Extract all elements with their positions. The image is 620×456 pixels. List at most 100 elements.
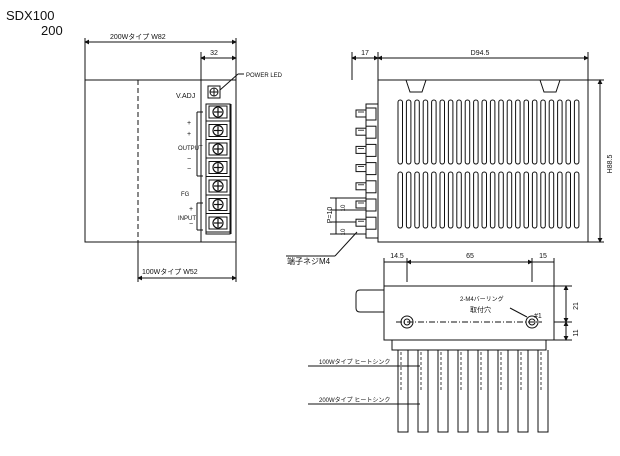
vent-slot-lower [498, 171, 504, 229]
heatsink-fin [537, 350, 549, 433]
vent-slot-upper [498, 99, 504, 165]
model-title-line2: 200 [41, 23, 63, 38]
vent-slot-lower [573, 171, 580, 229]
heatsink-fin [417, 350, 429, 433]
heatsink-fin [397, 350, 409, 433]
v-adj-label: V.ADJ [176, 93, 195, 100]
heatsink-fin [437, 350, 449, 433]
output-minus-1: − [187, 156, 191, 163]
bottom-view-labels: 14.5 65 15 21 11 2-M4バーリング 取付穴 #1 100Wタイ… [319, 253, 580, 404]
heatsink-fin [477, 350, 489, 433]
side-screw-head [355, 182, 367, 191]
input-minus: − [189, 221, 193, 228]
bottom-view [308, 258, 572, 405]
vent-slot-upper [397, 99, 403, 165]
vent-slot-upper [506, 99, 513, 165]
vent-slot-lower [506, 171, 513, 229]
side-screw-head [355, 109, 367, 118]
vent-slot-lower [489, 171, 496, 229]
terminal-screws [206, 105, 230, 233]
vent-slot-lower [464, 171, 471, 229]
vent-slot-upper [565, 99, 571, 165]
heatsink-100w-label: 100Wタイプ ヒートシンク [319, 358, 390, 366]
heatsink-200w-label: 200Wタイプ ヒートシンク [319, 396, 390, 404]
vent-slot-lower [540, 171, 546, 229]
side-terminal-cell [365, 180, 377, 194]
side-screw-head [355, 164, 367, 173]
vent-slot-upper [414, 99, 420, 165]
terminal-width-label: 32 [210, 50, 218, 57]
heatsink-fins [397, 350, 549, 433]
side-terminal-cell [365, 143, 377, 157]
vent-slot-upper [523, 99, 529, 165]
depth-label: D94.5 [471, 50, 490, 57]
vent-slot-lower [439, 171, 445, 229]
vent-slot-lower [565, 171, 571, 229]
vent-slot-upper [473, 99, 479, 165]
dim-right-label: 15 [539, 253, 547, 260]
vent-slot-lower [431, 171, 437, 229]
side-view [286, 52, 604, 257]
side-screw-head [355, 200, 367, 209]
side-terminal-block [355, 107, 377, 230]
terminal-slot [208, 142, 228, 156]
screw-label: 端子ネジM4 [287, 256, 331, 266]
terminal-slot [208, 105, 228, 119]
pitch-repeat-2: 10 [341, 228, 347, 235]
model-title: SDX100 200 [6, 8, 70, 38]
vent-slot-upper [481, 99, 487, 165]
output-minus-2: − [187, 166, 191, 173]
hole-label-1: 2-M4バーリング [460, 295, 504, 303]
front-view-labels: 200Wタイプ W82 32 POWER LED V.ADJ OUTPUT + … [110, 32, 283, 276]
vent-slots [397, 99, 580, 229]
output-plus-2: + [187, 131, 191, 138]
dim-left-label: 14.5 [390, 253, 404, 260]
vent-slot-upper [540, 99, 546, 165]
width-100w-label: 100Wタイプ W52 [142, 267, 198, 276]
vent-slot-upper [531, 99, 538, 165]
vent-slot-lower [531, 171, 538, 229]
vent-slot-upper [515, 99, 521, 165]
input-label: INPUT [178, 216, 196, 222]
vent-slot-lower [481, 171, 487, 229]
output-label: OUTPUT [178, 146, 203, 152]
pitch-label: P=10 [327, 207, 334, 224]
fg-label: FG [181, 192, 190, 198]
width-200w-label: 200Wタイプ W82 [110, 32, 166, 41]
vent-slot-lower [456, 171, 462, 229]
vent-slot-upper [557, 99, 563, 165]
side-screw-head [355, 127, 367, 136]
vent-slot-lower [397, 171, 403, 229]
vent-slot-upper [422, 99, 429, 165]
vent-slot-upper [489, 99, 496, 165]
hole-label-2: 取付穴 [470, 305, 491, 314]
side-terminal-cell [365, 107, 377, 121]
model-title-line1: SDX100 [6, 8, 55, 23]
side-view-labels: 17 D94.5 H88.5 P=10 10 10 端子ネジM4 [287, 50, 614, 266]
heatsink-fin [497, 350, 509, 433]
heatsink-fin [457, 350, 469, 433]
vent-slot-lower [557, 171, 563, 229]
dim-21-label: 21 [573, 302, 580, 310]
vent-slot-lower [523, 171, 529, 229]
terminal-slot [208, 216, 228, 230]
pitch-repeat-1: 10 [341, 204, 347, 211]
vent-slot-upper [464, 99, 471, 165]
vent-slot-upper [431, 99, 437, 165]
vent-slot-lower [447, 171, 454, 229]
hole-mark: #1 [534, 313, 542, 320]
vent-slot-lower [422, 171, 429, 229]
vent-slot-upper [573, 99, 580, 165]
front-view [84, 38, 244, 282]
side-screw-head [355, 218, 367, 227]
vent-slot-upper [456, 99, 462, 165]
vent-slot-upper [405, 99, 412, 165]
vent-slot-lower [405, 171, 412, 229]
terminal-slot [208, 124, 228, 137]
vent-slot-upper [548, 99, 555, 165]
vent-slot-lower [414, 171, 420, 229]
offset-label: 17 [361, 50, 369, 57]
vent-slot-lower [473, 171, 479, 229]
heatsink-fin [517, 350, 529, 433]
